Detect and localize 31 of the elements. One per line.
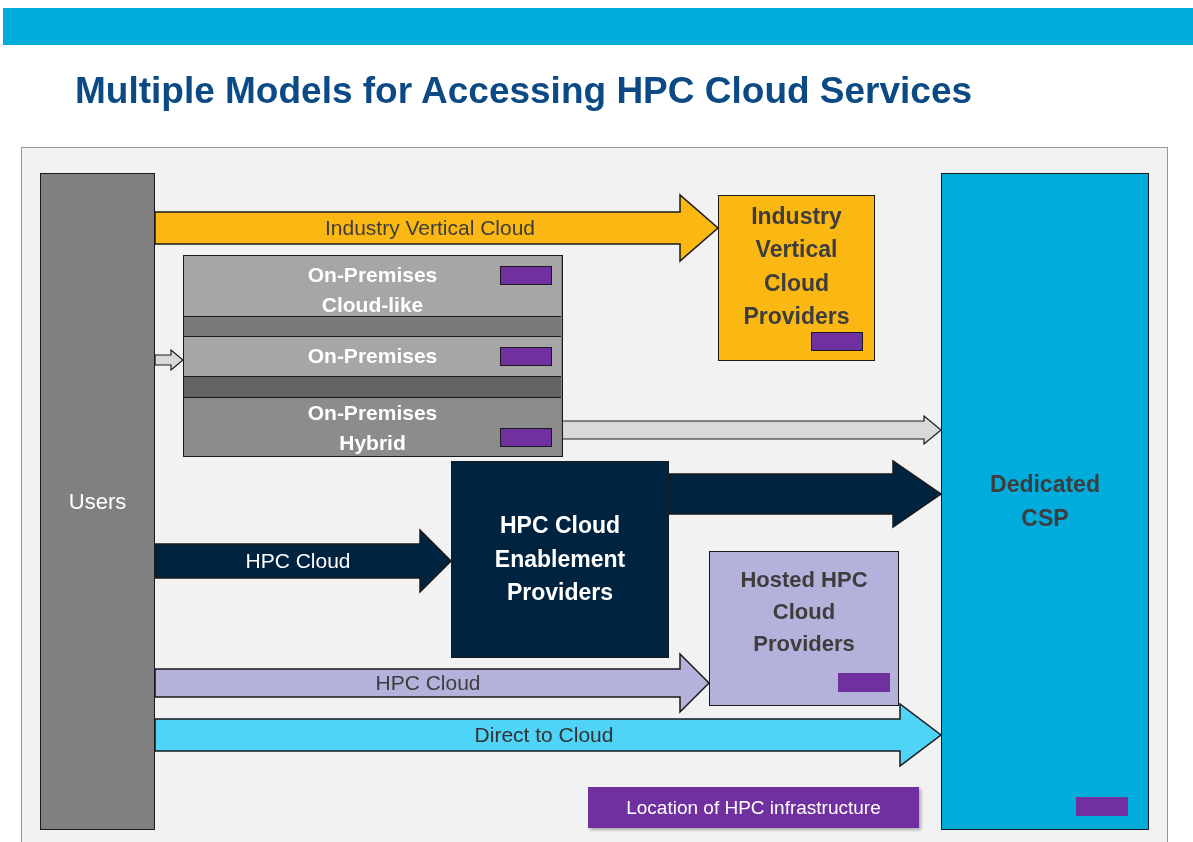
divider-bar (184, 316, 561, 337)
edge-label: Industry Vertical Cloud (324, 216, 536, 240)
edge-label: HPC Cloud (375, 671, 481, 695)
title: Multiple Models for Accessing HPC Cloud Services (75, 70, 973, 112)
node-label: On-Premises Cloud-like (306, 262, 439, 319)
process-box (718, 195, 875, 361)
node-label: Dedicated CSP (989, 470, 1101, 533)
divider-bar (184, 376, 561, 398)
process-box (941, 173, 1149, 830)
process-box (184, 398, 561, 456)
edge-label: HPC Cloud (245, 549, 351, 573)
group-box (183, 255, 563, 457)
process-box (184, 337, 561, 376)
block-arrow (154, 652, 711, 714)
node-label: On-Premises Hybrid (306, 400, 439, 457)
node-label: On-Premises (307, 343, 438, 370)
process-box (40, 173, 155, 830)
block-arrow (154, 702, 943, 768)
process-box (709, 551, 899, 706)
block-arrow (154, 348, 184, 372)
block-arrow (668, 459, 943, 529)
node-label: Users (68, 487, 127, 516)
node-label: HPC Cloud Enablement Providers (493, 511, 627, 608)
process-box (451, 461, 669, 658)
legend-label: Location of HPC infrastructure (626, 796, 881, 819)
edge-label: Direct to Cloud (474, 723, 614, 747)
block-arrow (154, 193, 720, 263)
node-label: Hosted HPC Cloud Providers (739, 566, 869, 658)
process-box (184, 256, 561, 316)
node-label: Industry Vertical Cloud Providers (742, 202, 851, 332)
block-arrow (154, 528, 453, 594)
